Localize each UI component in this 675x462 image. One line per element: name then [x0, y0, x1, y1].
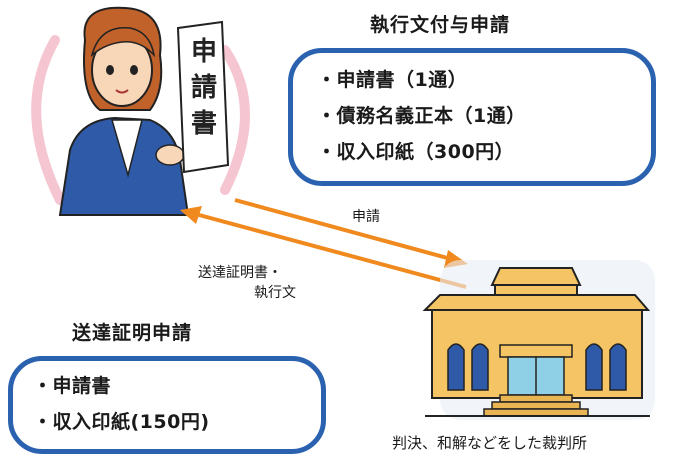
application-box: ・申請書（1通） ・債務名義正本（1通） ・収入印紙（300円）	[288, 48, 656, 186]
application-heading: 執行文付与申請	[370, 14, 511, 36]
arrow-to-court	[234, 198, 463, 264]
application-item-1: ・申請書（1通）	[317, 69, 468, 91]
document-text: 申 請 書	[188, 34, 220, 142]
arrow-to-person	[187, 210, 467, 289]
from-court-label-line1: 送達証明書・	[198, 265, 282, 281]
person-glow	[31, 35, 250, 205]
document-char-1: 申	[190, 37, 217, 67]
application-item-3: ・収入印紙（300円）	[317, 141, 515, 163]
service-certificate-item-1: ・申請書	[33, 375, 112, 397]
application-document	[176, 20, 230, 174]
court-building	[422, 260, 655, 420]
application-item-2: ・債務名義正本（1通）	[317, 105, 526, 127]
service-certificate-heading: 送達証明申請	[72, 322, 193, 344]
from-court-label-line2: 執行文	[254, 285, 296, 301]
court-caption: 判決、和解などをした裁判所	[392, 434, 588, 452]
document-char-2: 請	[190, 73, 217, 103]
arrow-to-person-head	[180, 206, 202, 224]
service-certificate-box: ・申請書 ・収入印紙(150円)	[8, 356, 326, 454]
document-char-3: 書	[190, 109, 217, 139]
service-certificate-item-2: ・収入印紙(150円)	[33, 411, 210, 433]
to-court-label: 申請	[352, 209, 380, 225]
